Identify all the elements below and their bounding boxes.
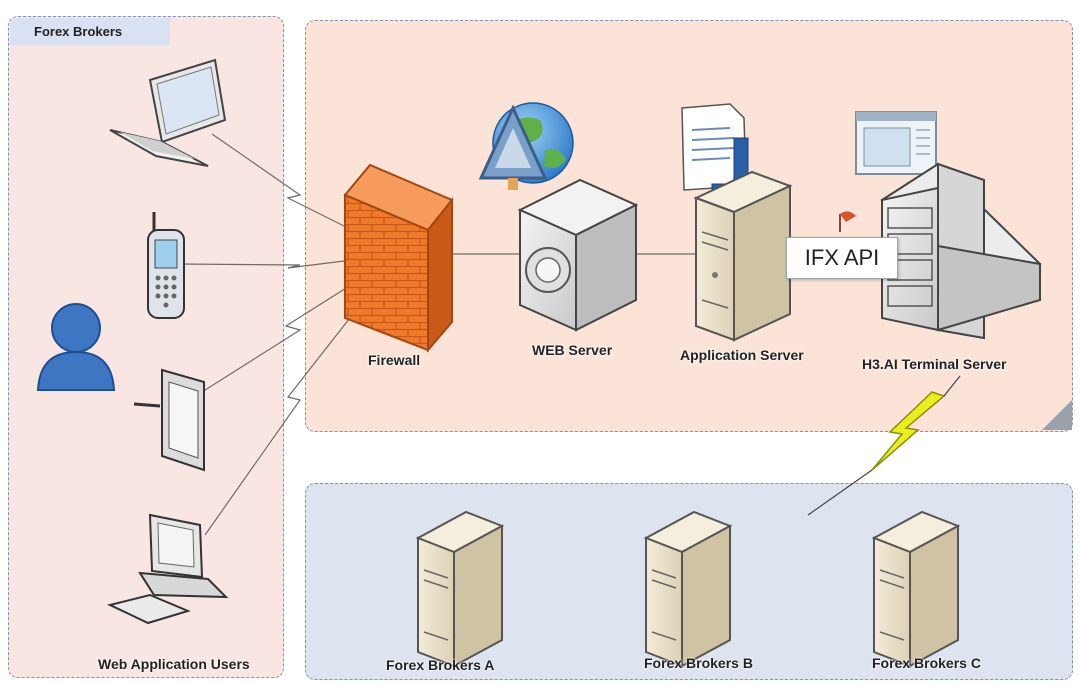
api-label: IFX API [786, 237, 898, 279]
laptop-icon [109, 58, 227, 167]
users-zone-tab: Forex Brokers [10, 18, 170, 45]
window-icon [855, 111, 937, 175]
application-server-icon [693, 170, 793, 342]
mobile-phone-icon [147, 212, 185, 319]
broker-a-label: Forex Brokers A [386, 657, 495, 673]
link-desktop-firewall [204, 253, 401, 536]
firewall-label: Firewall [368, 352, 421, 368]
lightning-icon [807, 375, 961, 516]
firewall-icon [343, 163, 454, 353]
broker-server-icon [871, 510, 961, 668]
flag-icon [839, 211, 856, 232]
resize-grip [1042, 400, 1072, 430]
web-server-icon [517, 178, 639, 332]
broker-b-label: Forex Brokers B [644, 655, 753, 671]
globe-icon [478, 102, 574, 190]
web-server-label: WEB Server [532, 342, 613, 358]
link-tablet-firewall [201, 253, 401, 393]
user-icon [36, 303, 116, 391]
users-zone [8, 16, 284, 678]
application-server-label: Application Server [680, 347, 804, 363]
web-application-users-label: Web Application Users [98, 656, 250, 672]
tablet-icon [133, 368, 205, 472]
terminal-server-label: H3.AI Terminal Server [862, 356, 1007, 372]
broker-server-icon [415, 510, 505, 668]
terminal-server-icon [880, 162, 1042, 340]
desktop-computer-icon [107, 513, 229, 625]
broker-c-label: Forex Brokers C [872, 655, 981, 671]
broker-server-icon [643, 510, 733, 668]
